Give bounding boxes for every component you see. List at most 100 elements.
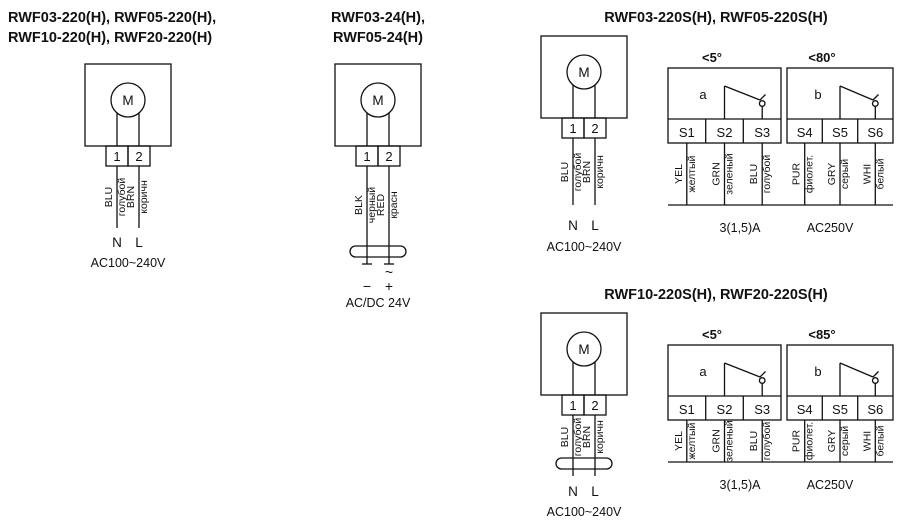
cable-sleeve (349, 245, 407, 258)
switch-current-rating: 3(1,5)A (720, 478, 762, 492)
wire-name-label: белый (874, 158, 886, 189)
wire-name-label: желтый (686, 155, 698, 192)
terminal-label: 1 (113, 149, 120, 164)
diagram2-title-line2: RWF05-24(H) (333, 30, 423, 46)
wire-code-label: YEL (673, 431, 685, 451)
wire-code-label: WHI (861, 164, 873, 184)
terminal-s2-label: S2 (717, 125, 733, 140)
switch-blade-line (839, 362, 874, 378)
wire-code-label: BLU (103, 187, 115, 207)
terminal-s3-label: S3 (754, 125, 770, 140)
diagram1-title-line1: RWF03-220(H), RWF05-220(H), (8, 10, 216, 26)
wire-name-label: серый (839, 426, 851, 456)
switch-blade-line (839, 85, 874, 101)
motor-circle (566, 331, 602, 367)
wire-code-label: PUR (791, 429, 803, 452)
switch-a-letter: a (699, 364, 707, 379)
wire-name-label: белый (874, 425, 886, 456)
switch-blade-hook (872, 371, 879, 378)
terminal-label: 1 (569, 121, 576, 136)
switch-blade-hook (759, 94, 766, 101)
wire-name-label: коричн (138, 180, 150, 214)
pole-label-n: N (568, 218, 578, 233)
wire-name-label: голубой (572, 418, 584, 457)
voltage-label: AC100~240V (91, 256, 166, 270)
terminal-s4-label: S4 (797, 402, 813, 417)
motor-letter: M (578, 65, 589, 80)
wire-code-label: BLU (559, 162, 571, 182)
switch-blade-line (724, 362, 761, 378)
wire-name-label: зеленый (724, 420, 736, 461)
wire-name-label: голубой (572, 153, 584, 192)
ac-symbol: ~ (385, 264, 393, 280)
wire-code-label: GRY (826, 430, 838, 453)
wire-name-label: голубой (116, 178, 128, 217)
pole-label-n: N (568, 484, 578, 499)
wire-code-label: BRN (125, 186, 137, 208)
wire-name-label: коричн (594, 420, 606, 454)
motor-circle (566, 54, 602, 90)
switch-a-angle-label: <5° (702, 327, 722, 342)
switch-voltage-rating: AC250V (807, 478, 854, 492)
motor-letter: M (578, 342, 589, 357)
wire-code-label: BLK (353, 195, 365, 215)
switch-a-angle-label: <5° (702, 50, 722, 65)
motor-letter: M (122, 93, 133, 108)
voltage-label: AC/DC 24V (346, 296, 411, 310)
terminal-label: 2 (591, 398, 598, 413)
pole-label-l: L (591, 218, 599, 233)
diagram1-title-line2: RWF10-220(H), RWF20-220(H) (8, 30, 212, 46)
terminal-s5-label: S5 (832, 402, 848, 417)
terminal-s4-label: S4 (797, 125, 813, 140)
terminal-label: 1 (363, 149, 370, 164)
motor-circle (110, 82, 146, 118)
wire-name-label: коричн (594, 155, 606, 189)
wire-name-label: фиолет. (804, 155, 816, 193)
diagram4-title: RWF10-220S(H), RWF20-220S(H) (604, 287, 828, 303)
wire-code-label: BLU (559, 427, 571, 447)
switch-b-letter: b (814, 364, 821, 379)
terminal-label: 2 (591, 121, 598, 136)
voltage-label: AC100~240V (547, 240, 622, 254)
wire-name-label: серый (839, 159, 851, 189)
terminal-label: 1 (569, 398, 576, 413)
terminal-label: 2 (135, 149, 142, 164)
terminal-s6-label: S6 (867, 402, 883, 417)
terminal-s2-label: S2 (717, 402, 733, 417)
motor-circle (360, 82, 396, 118)
wire-name-label: желтый (686, 422, 698, 459)
switch-voltage-rating: AC250V (807, 221, 854, 235)
wire-code-label: BLU (748, 164, 760, 184)
voltage-label: AC100~240V (547, 505, 622, 519)
wire-code-label: GRN (711, 429, 723, 452)
switch-current-rating: 3(1,5)A (720, 221, 762, 235)
switch-blade-hook (759, 371, 766, 378)
diagram3-title: RWF03-220S(H), RWF05-220S(H) (604, 10, 828, 26)
switch-b-angle-label: <80° (808, 50, 835, 65)
terminal-s1-label: S1 (679, 402, 695, 417)
pole-label-n: N (112, 235, 122, 250)
switch-contact-circle (758, 377, 766, 384)
terminal-s1-label: S1 (679, 125, 695, 140)
terminal-label: 2 (385, 149, 392, 164)
diagram-rwf-220s-small: RWF03-220S(H), RWF05-220S(H) M 1 2 BLU г… (540, 10, 894, 254)
motor-letter: M (372, 93, 383, 108)
wire-code-label: BLU (748, 431, 760, 451)
diagram-rwf-24: RWF03-24(H), RWF05-24(H) M 1 2 BLK черны… (331, 10, 425, 310)
wire-name-label: черный (366, 187, 378, 223)
pole-label-l: L (591, 484, 599, 499)
terminal-s5-label: S5 (832, 125, 848, 140)
wire-code-label: GRY (826, 163, 838, 186)
switch-blade-hook (872, 94, 879, 101)
wire-name-label: голубой (761, 422, 773, 461)
diagram2-title-line1: RWF03-24(H), (331, 10, 425, 26)
switch-b-letter: b (814, 87, 821, 102)
diagram-rwf-220s-large: RWF10-220S(H), RWF20-220S(H) M 1 2 BLU г… (540, 287, 894, 519)
wire-code-label: PUR (791, 162, 803, 185)
wire-name-label: голубой (761, 155, 773, 194)
pole-label-plus: + (385, 278, 393, 294)
wire-code-label: YEL (673, 164, 685, 184)
pole-label-l: L (135, 235, 143, 250)
